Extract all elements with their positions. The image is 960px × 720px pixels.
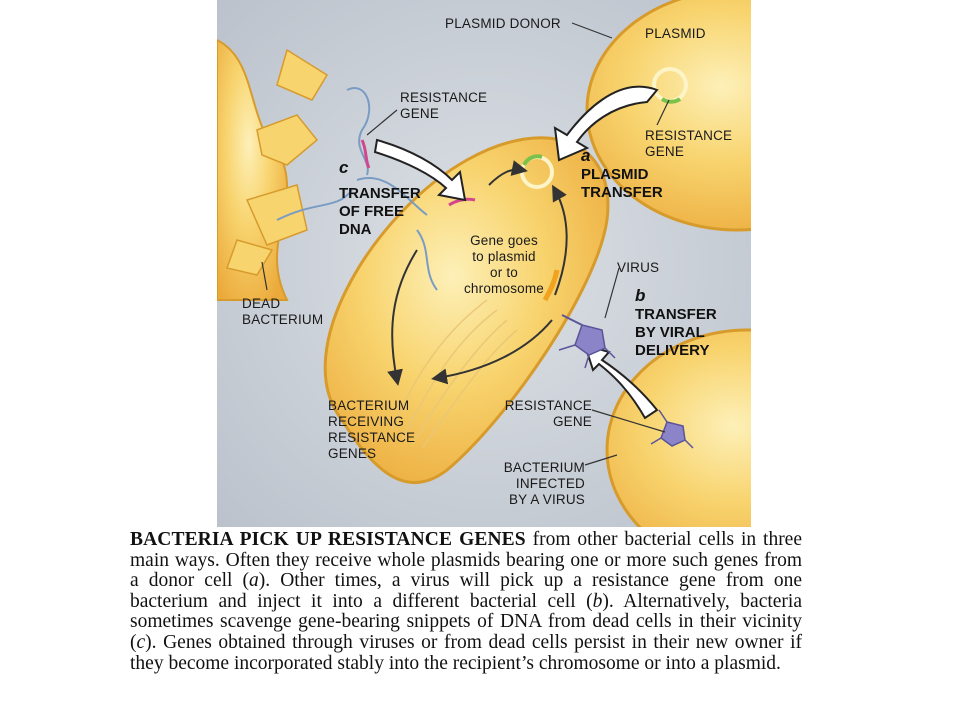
figure-caption: BACTERIA PICK UP RESISTANCE GENES from o… bbox=[130, 529, 802, 674]
free-dna-transfer-arrow bbox=[373, 138, 467, 202]
attaching-virus-icon bbox=[558, 314, 616, 369]
resistance-gene-virus-label: RESISTANCE GENE bbox=[504, 398, 592, 429]
transfer-viral-delivery-label: TRANSFER BY VIRAL DELIVERY bbox=[635, 306, 717, 359]
pathway-letter-a: a bbox=[581, 146, 591, 165]
pathway-letter-b: b bbox=[635, 286, 646, 305]
caption-part-4: ). Genes obtained through viruses or fro… bbox=[130, 631, 802, 674]
virus-label: VIRUS bbox=[617, 260, 660, 275]
resistance-gene-free-dna-label: RESISTANCE GENE bbox=[400, 90, 488, 121]
bacterium-receiving-label: BACTERIUM RECEIVING RESISTANCE GENES bbox=[328, 398, 416, 461]
caption-part-3: ). Alternatively, bacteria sometimes sca… bbox=[130, 590, 802, 653]
gene-to-plasmid-arrow bbox=[552, 184, 568, 296]
plasmid-donor-cell bbox=[585, 0, 751, 232]
injected-viral-gene bbox=[542, 269, 560, 302]
plasmid-donor-label: PLASMID DONOR bbox=[445, 16, 561, 31]
donor-plasmid-gene bbox=[660, 97, 682, 104]
dead-bacterium bbox=[217, 38, 329, 301]
caption-cite-b: b bbox=[592, 590, 603, 612]
plasmid-transfer-label: PLASMID TRANSFER bbox=[581, 166, 663, 201]
chromosome-strands bbox=[391, 299, 518, 449]
free-dna-entry-arrow bbox=[488, 160, 528, 186]
leader-lines bbox=[261, 22, 670, 466]
receiving-bacterium bbox=[323, 136, 610, 484]
resistance-gene-plasmid-label: RESISTANCE GENE bbox=[645, 128, 733, 159]
infecting-virus-icon bbox=[650, 409, 694, 449]
caption-cite-a: a bbox=[249, 570, 259, 592]
dead-bacterium-label: DEAD BACTERIUM bbox=[242, 296, 324, 327]
gene-to-chromosome-arrow-bottom bbox=[431, 319, 553, 385]
gene-to-chromosome-arrow-left bbox=[387, 249, 418, 386]
resistance-transfer-illustration: PLASMID DONOR PLASMID RESISTANCE GENE RE… bbox=[217, 0, 751, 527]
plasmid-transfer-arrow bbox=[553, 85, 659, 162]
caption-part-1: from other bacterial cells in three main… bbox=[130, 529, 802, 592]
plasmid-label: PLASMID bbox=[645, 26, 706, 41]
bacterium-infected-label: BACTERIUM INFECTED BY A VIRUS bbox=[503, 460, 585, 507]
caption-part-2: ). Other times, a virus will pick up a r… bbox=[130, 570, 802, 612]
transfer-free-dna-label: TRANSFER OF FREE DNA bbox=[339, 185, 421, 238]
free-dna-resistance-gene bbox=[360, 139, 371, 169]
caption-lead: BACTERIA PICK UP RESISTANCE GENES bbox=[130, 529, 526, 550]
illustration-canvas bbox=[217, 0, 751, 527]
gene-goes-label: Gene goes to plasmid or to chromosome bbox=[463, 233, 545, 296]
caption-cite-c: c bbox=[136, 631, 146, 653]
pathway-letter-c: c bbox=[339, 158, 349, 177]
